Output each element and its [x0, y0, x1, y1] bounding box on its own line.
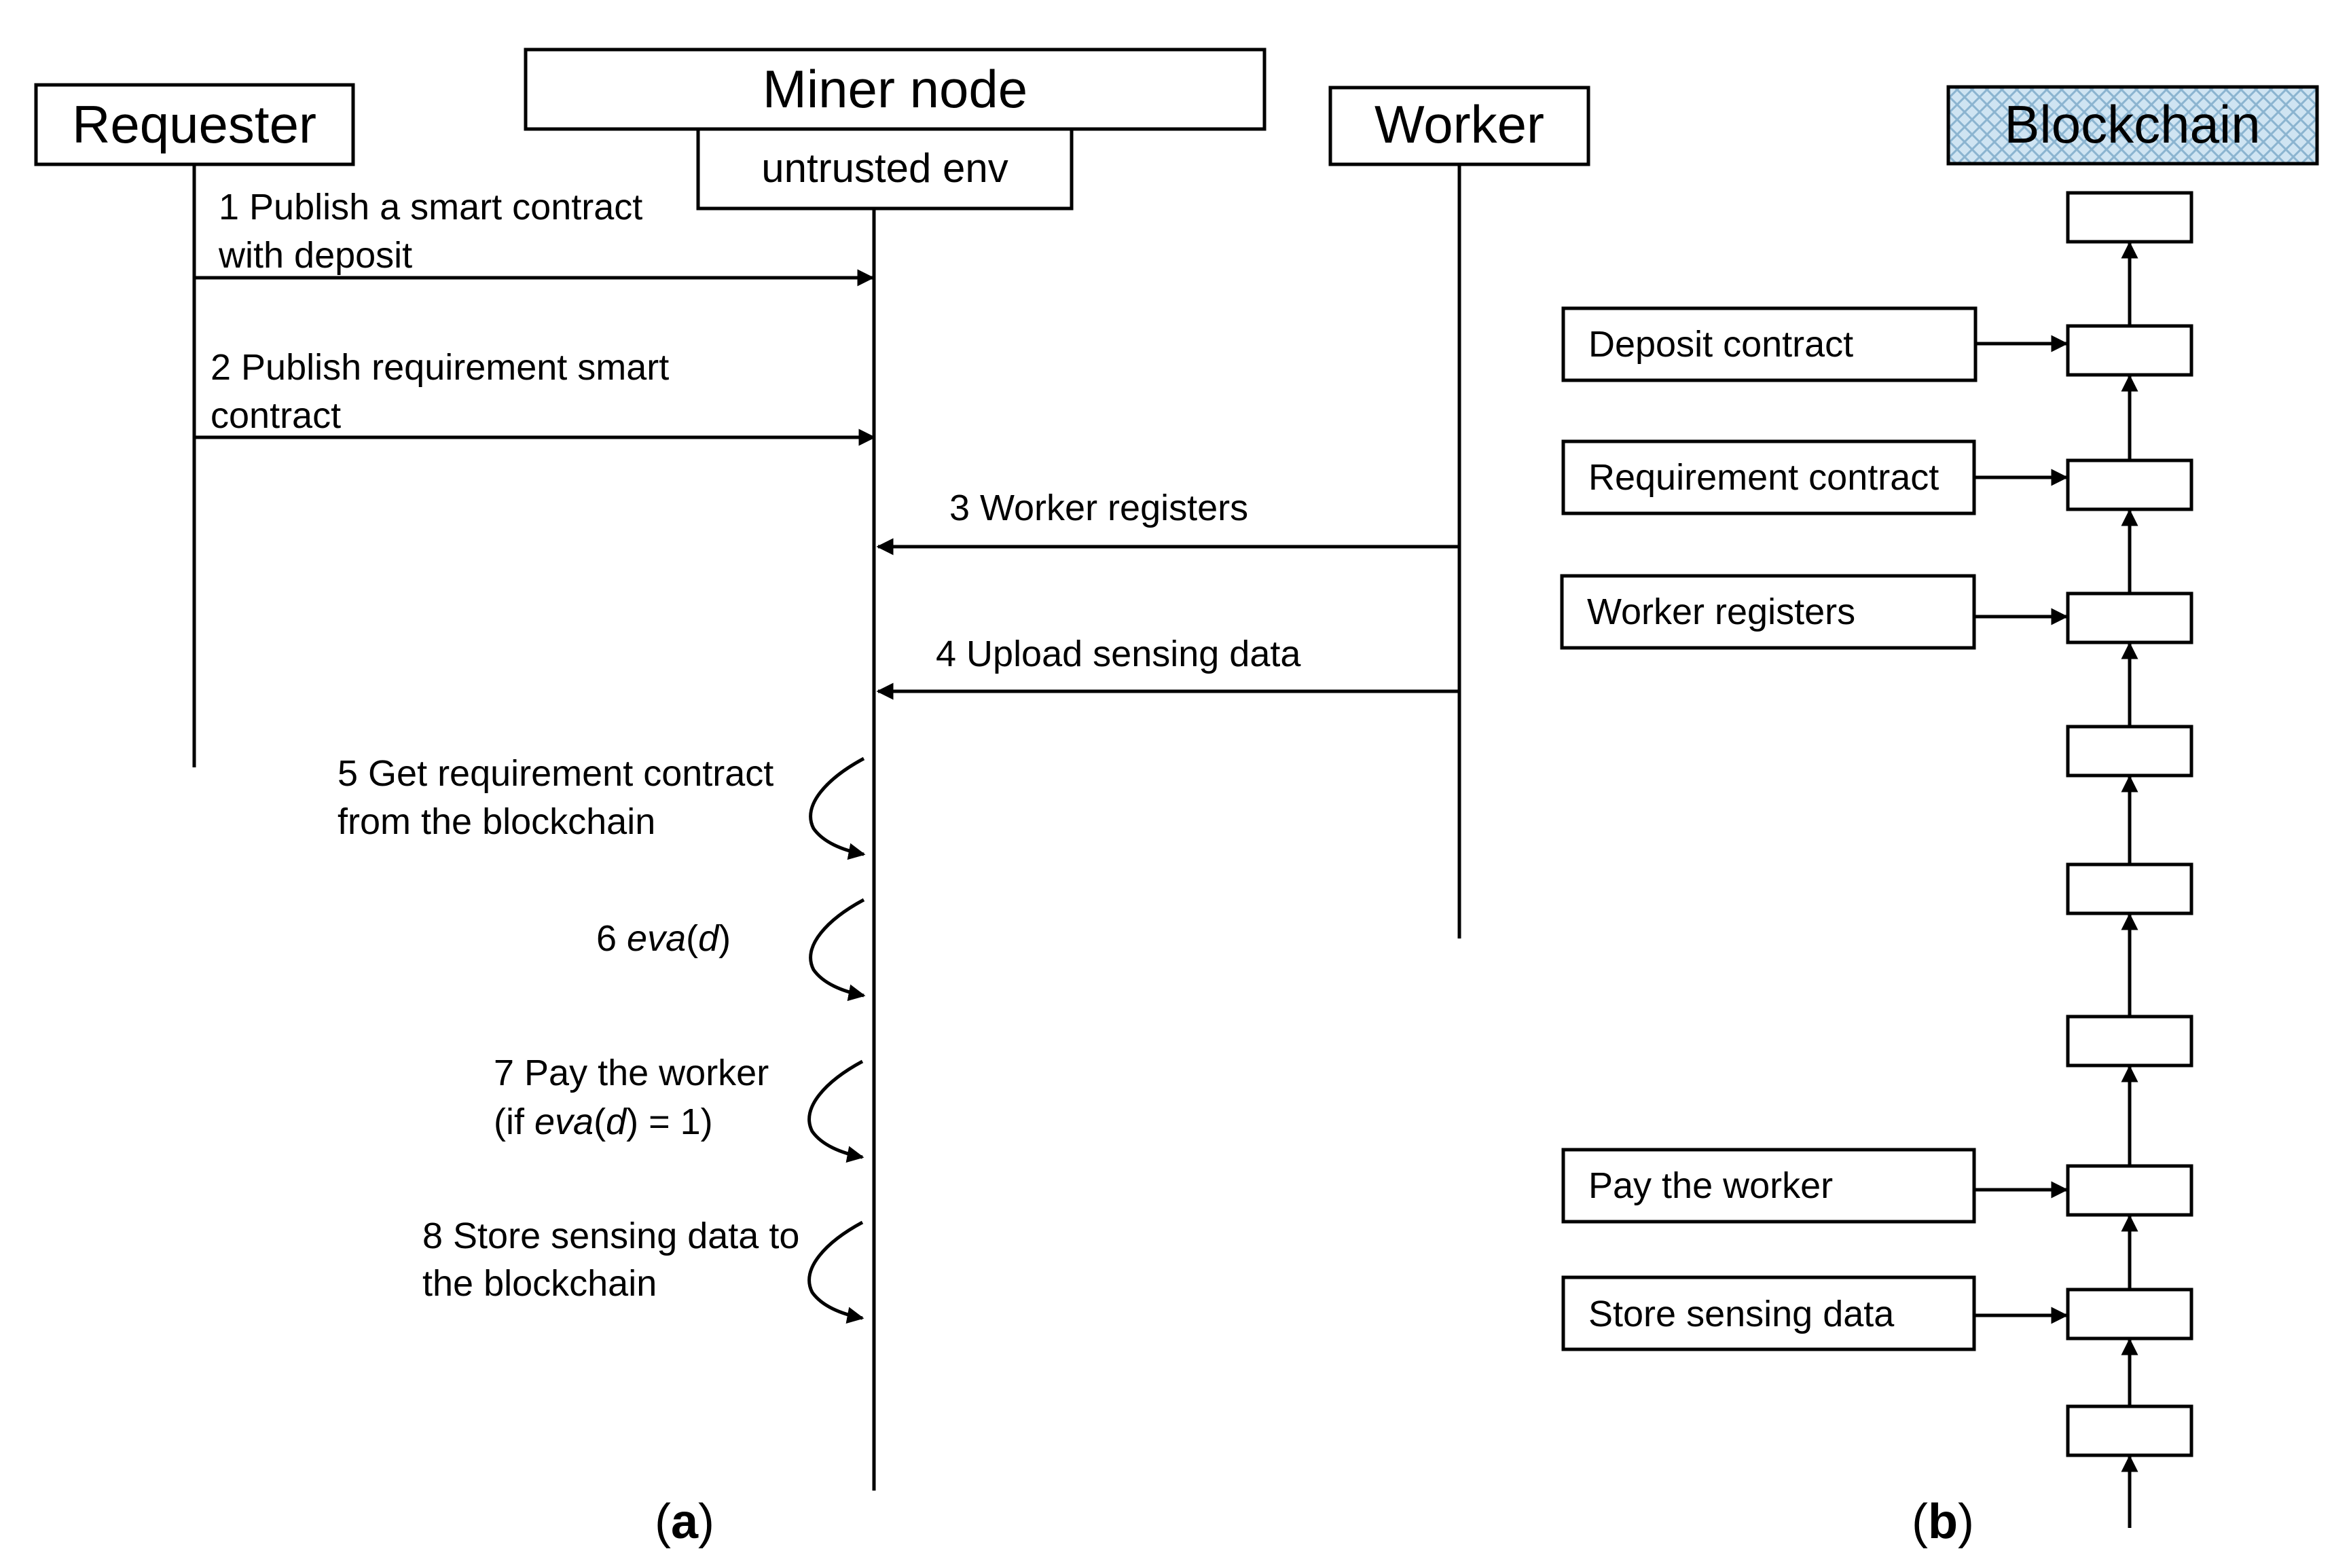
block-10	[2066, 191, 2193, 244]
step-5-label-line2: from the blockchain	[338, 801, 655, 842]
block-3	[2066, 1164, 2193, 1217]
block-9	[2066, 324, 2193, 377]
block-chain	[2066, 191, 2193, 1528]
step-7-label-line1: 7 Pay the worker	[494, 1053, 769, 1093]
requester-label: Requester	[72, 94, 316, 154]
message-2-label-line2: contract	[211, 395, 341, 436]
step-6-close-paren: )	[718, 918, 731, 959]
step-6-func: eva	[627, 918, 686, 959]
block-5	[2066, 862, 2193, 915]
requirement-contract-label: Requirement contract	[1588, 457, 1939, 498]
block-1	[2066, 1404, 2193, 1457]
caption-b-letter: b	[1928, 1495, 1958, 1549]
caption-b-open: (	[1912, 1495, 1928, 1549]
step-7-open-paren: (	[594, 1101, 606, 1142]
deposit-contract-label: Deposit contract	[1588, 324, 1853, 365]
step-7-label-line2: (if eva(d) = 1)	[494, 1101, 713, 1142]
caption-a-close: )	[698, 1495, 714, 1549]
pay-worker-box	[1561, 1148, 1976, 1224]
blockchain-header-box	[1946, 85, 2319, 166]
step-6-prefix: 6	[596, 918, 627, 959]
blockchain-header-label: Blockchain	[2004, 94, 2260, 154]
step-7-arg: d	[606, 1101, 627, 1142]
requester-box	[34, 83, 355, 166]
step-5-curved-arrow	[809, 756, 866, 860]
block-4	[2066, 1015, 2193, 1068]
step-5-label-line1: 5 Get requirement contract	[338, 753, 773, 794]
step-6-open-paren: (	[686, 918, 698, 959]
step-7-curved-arrow	[807, 1059, 864, 1163]
step-6-label: 6 eva(d)	[596, 918, 731, 959]
store-sensing-data-box	[1561, 1275, 1976, 1351]
pay-worker-label: Pay the worker	[1588, 1165, 1833, 1206]
block-2	[2066, 1288, 2193, 1341]
worker-label: Worker	[1374, 94, 1544, 154]
caption-a-letter: a	[671, 1495, 699, 1549]
block-8	[2066, 458, 2193, 511]
untrusted-env-label: untrusted env	[761, 145, 1008, 191]
caption-a: (a)	[655, 1495, 714, 1549]
store-sensing-data-label: Store sensing data	[1588, 1294, 1895, 1334]
worker-registers-box	[1560, 574, 1976, 650]
worker-registers-label: Worker registers	[1587, 591, 1855, 632]
worker-box	[1328, 86, 1590, 166]
message-4-label: 4 Upload sensing data	[936, 634, 1301, 674]
miner-node-box	[524, 48, 1267, 131]
step-7-open: (if	[494, 1101, 534, 1142]
step-7-close: ) = 1)	[626, 1101, 713, 1142]
message-3-label: 3 Worker registers	[949, 488, 1248, 528]
step-8-label-line2: the blockchain	[422, 1263, 657, 1304]
caption-a-open: (	[655, 1495, 671, 1549]
message-1-label-line2: with deposit	[218, 235, 412, 276]
step-7-func: eva	[534, 1101, 594, 1142]
step-6-arg: d	[698, 918, 720, 959]
block-7	[2066, 591, 2193, 644]
miner-node-label: Miner node	[763, 59, 1027, 119]
caption-b: (b)	[1912, 1495, 1974, 1549]
untrusted-env-box	[696, 127, 1074, 211]
block-6	[2066, 725, 2193, 778]
message-2-label-line1: 2 Publish requirement smart	[211, 347, 669, 388]
step-8-curved-arrow	[807, 1220, 864, 1324]
message-1-label-line1: 1 Publish a smart contract	[219, 187, 642, 227]
step-6-curved-arrow	[809, 898, 866, 1002]
step-8-label-line1: 8 Store sensing data to	[422, 1216, 799, 1256]
caption-b-close: )	[1958, 1495, 1974, 1549]
